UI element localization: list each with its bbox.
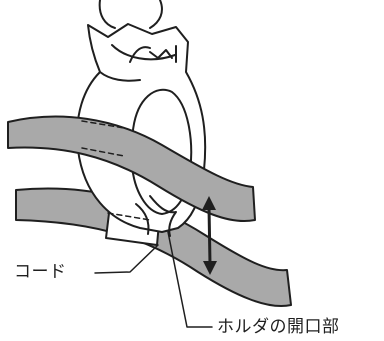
opening-range-arrow: [202, 196, 217, 275]
hidden-cord-edge-bottom: [81, 147, 125, 157]
holder-opening-label: ホルダの開口部: [217, 317, 340, 337]
holder-side-detail: [99, 71, 141, 82]
cord-leader-line: [94, 244, 159, 274]
holder-top-hook: [98, 0, 163, 29]
holder-logo-mark: [149, 45, 177, 63]
holder-top-detail: [111, 44, 176, 63]
upper-cord-band: [7, 115, 256, 222]
holder-opening-jaws: [135, 195, 177, 237]
holder-opening-leader-line: [167, 231, 213, 328]
hidden-cord-edge-top: [81, 120, 125, 129]
cord-label: コード: [14, 262, 67, 282]
hidden-lower-cord-edge: [107, 212, 151, 221]
